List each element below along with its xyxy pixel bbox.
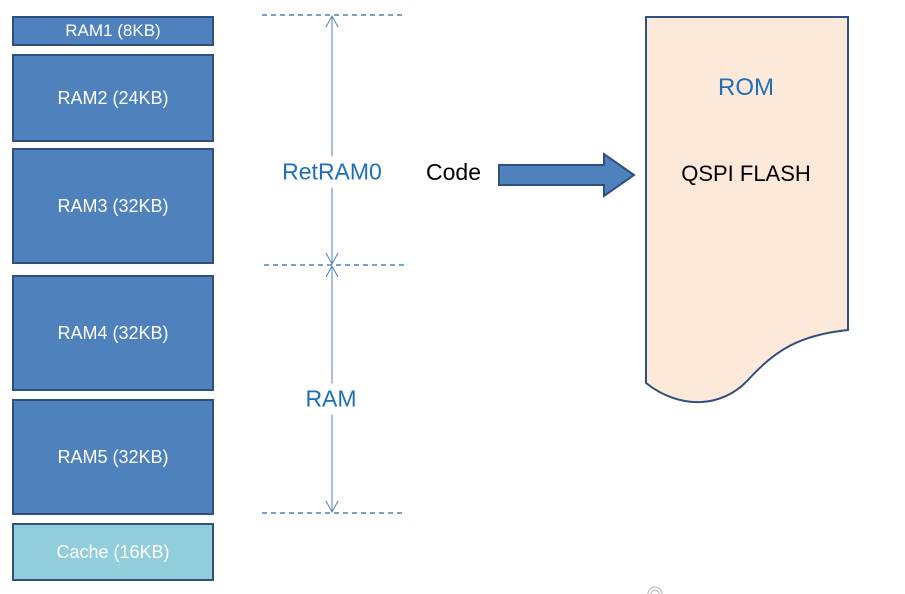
rom-subtitle: QSPI FLASH bbox=[681, 161, 811, 186]
cache-block: Cache (16KB) bbox=[12, 523, 214, 581]
ram2-block: RAM2 (24KB) bbox=[12, 54, 214, 142]
ram-region-label: RAM bbox=[299, 383, 363, 415]
ram1-block: RAM1 (8KB) bbox=[12, 16, 214, 46]
circle-mark-icon bbox=[647, 586, 663, 594]
retram0-region-label: RetRAM0 bbox=[276, 156, 388, 188]
rom-document-shape bbox=[645, 16, 849, 404]
cache-label: Cache (16KB) bbox=[56, 541, 170, 562]
ram5-label: RAM5 (32KB) bbox=[57, 446, 169, 467]
code-label: Code bbox=[426, 159, 481, 185]
block-arrow-right-icon bbox=[498, 152, 636, 198]
retram0-span-arrow bbox=[325, 14, 339, 266]
ram1-label: RAM1 (8KB) bbox=[65, 21, 161, 40]
ram5-block: RAM5 (32KB) bbox=[12, 399, 214, 515]
rom-title: ROM bbox=[718, 74, 774, 101]
ram4-label: RAM4 (32KB) bbox=[57, 322, 169, 343]
ram3-label: RAM3 (32KB) bbox=[57, 195, 169, 216]
ram2-label: RAM2 (24KB) bbox=[57, 87, 169, 108]
ram4-block: RAM4 (32KB) bbox=[12, 275, 214, 391]
ram3-block: RAM3 (32KB) bbox=[12, 148, 214, 264]
